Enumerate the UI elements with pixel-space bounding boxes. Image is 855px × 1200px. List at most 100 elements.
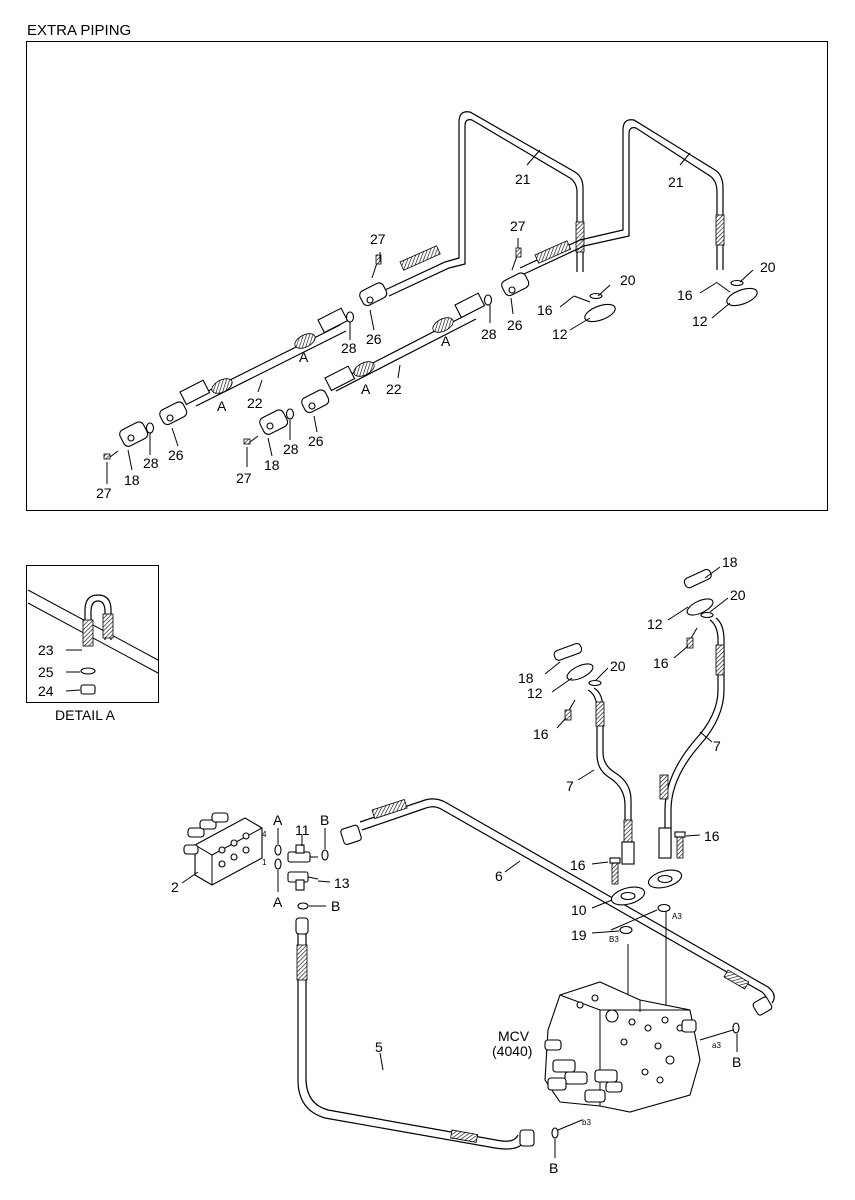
- callout-22-left: 22: [247, 395, 263, 411]
- callout-18-right: 18: [264, 457, 280, 473]
- o-ring-20-lower-right: [700, 611, 714, 619]
- hose-5: [295, 917, 535, 1150]
- detail-a-frame: [26, 565, 159, 703]
- callout-B-lower-top: B: [320, 812, 329, 828]
- port-a3-upper-label: A3: [672, 912, 682, 921]
- hose-22-left: [179, 307, 349, 407]
- detail-a-caption: DETAIL A: [55, 707, 115, 723]
- callout-20-lower-right: 20: [730, 587, 746, 603]
- callout-21-right: 21: [668, 174, 684, 190]
- callout-2: 2: [171, 879, 179, 895]
- callout-12-lower-right: 12: [647, 616, 663, 632]
- callout-27-d: 27: [236, 470, 252, 486]
- callout-21-left: 21: [515, 171, 531, 187]
- callout-28-b: 28: [481, 326, 497, 342]
- callout-16-mid-right: 16: [704, 828, 720, 844]
- callout-A-lower-top: A: [273, 812, 283, 828]
- callout-18-lower-right: 18: [722, 554, 738, 570]
- o-ring-20-lower-left: [588, 679, 602, 687]
- mcv-valve: [544, 981, 701, 1113]
- bolts-upper: [103, 247, 731, 460]
- callouts-upper: 21 21 27 27 20 20 16 16 12 12 28 26 28 2…: [96, 171, 776, 501]
- port-b3-label: b3: [582, 1118, 591, 1127]
- flange-12-right: [726, 287, 758, 307]
- callout-28-a: 28: [341, 340, 357, 356]
- mcv-label: MCV: [498, 1028, 530, 1044]
- flange-18-lower-left: [553, 643, 583, 661]
- page-title: EXTRA PIPING: [27, 22, 132, 39]
- flange-18-left: [119, 421, 149, 447]
- callout-26-d: 26: [308, 433, 324, 449]
- callout-10: 10: [571, 902, 587, 918]
- flange-12-left: [584, 303, 616, 323]
- flange-18-right: [259, 409, 289, 435]
- callout-26-c: 26: [168, 447, 184, 463]
- callout-25: 25: [38, 664, 54, 680]
- o-ring-19-a3: [657, 903, 671, 913]
- elbow-fitting-13: [287, 871, 319, 891]
- flange-12-lower-right: [686, 598, 714, 616]
- callout-B-lower-mid: B: [331, 898, 340, 914]
- flange-26-c: [159, 401, 188, 426]
- o-ring-b-a3: [732, 1022, 740, 1034]
- callout-6: 6: [495, 868, 503, 884]
- callout-28-d: 28: [283, 441, 299, 457]
- callout-24: 24: [38, 683, 54, 699]
- callout-18-left: 18: [124, 472, 140, 488]
- callout-7-right: 7: [713, 738, 721, 754]
- callout-16-lower-right: 16: [653, 655, 669, 671]
- callout-19: 19: [571, 927, 587, 943]
- flange-12-lower-left: [566, 663, 594, 681]
- callout-12-lower-left: 12: [527, 685, 543, 701]
- port-b3-upper-label: B3: [609, 935, 619, 944]
- callout-A-upper-1: A: [299, 349, 309, 365]
- pipe-7-left: [587, 687, 635, 865]
- pipe-21-right: [519, 119, 725, 275]
- flange-26-d: [301, 389, 330, 414]
- callout-16-mid-left: 16: [570, 857, 586, 873]
- tee-fitting-11: [287, 844, 318, 863]
- callout-12-right: 12: [692, 313, 708, 329]
- flange-26-b: [501, 272, 530, 297]
- callout-22-right: 22: [386, 381, 402, 397]
- callout-20-right: 20: [760, 259, 776, 275]
- callout-27-b: 27: [510, 218, 526, 234]
- callout-A-lower-bottom: A: [273, 894, 283, 910]
- callout-26-b: 26: [507, 317, 523, 333]
- upper-frame: [26, 41, 828, 511]
- callout-16-left: 16: [537, 302, 553, 318]
- pipe-7-right: [658, 617, 725, 859]
- callout-20-lower-left: 20: [610, 658, 626, 674]
- port-4-label: 4: [262, 830, 267, 839]
- mcv-model-label: (4040): [492, 1043, 532, 1059]
- o-ring-a-top: [274, 844, 282, 856]
- o-ring-a-bottom: [274, 858, 282, 870]
- detail-a-drawing: [27, 589, 159, 695]
- callout-7-left: 7: [566, 778, 574, 794]
- leaders-upper: [106, 149, 754, 484]
- hose-6: [340, 798, 775, 1016]
- callout-5: 5: [375, 1039, 383, 1055]
- hose-22-right: [324, 292, 486, 392]
- callout-16-right: 16: [677, 287, 693, 303]
- callout-B-a3: B: [732, 1054, 741, 1070]
- callout-28-c: 28: [143, 455, 159, 471]
- o-ring-b-top: [321, 849, 329, 861]
- callout-27-c: 27: [96, 485, 112, 501]
- flange-18-lower-right: [683, 568, 712, 589]
- callout-12-left: 12: [552, 326, 568, 342]
- o-ring-b-b3: [551, 1127, 559, 1139]
- callout-B-b3: B: [549, 1160, 558, 1176]
- manifold-block-2: [183, 812, 263, 886]
- flange-10: [610, 869, 683, 906]
- callout-A-upper-4: A: [361, 381, 371, 397]
- callout-18-lower-left: 18: [518, 670, 534, 686]
- callout-16-lower-left: 16: [533, 726, 549, 742]
- port-a3-label: a3: [712, 1041, 721, 1050]
- callout-13: 13: [334, 875, 350, 891]
- callout-26-a: 26: [366, 331, 382, 347]
- o-ring-b-mid: [297, 902, 309, 910]
- callout-A-upper-2: A: [441, 333, 451, 349]
- o-rings-upper: [145, 279, 744, 434]
